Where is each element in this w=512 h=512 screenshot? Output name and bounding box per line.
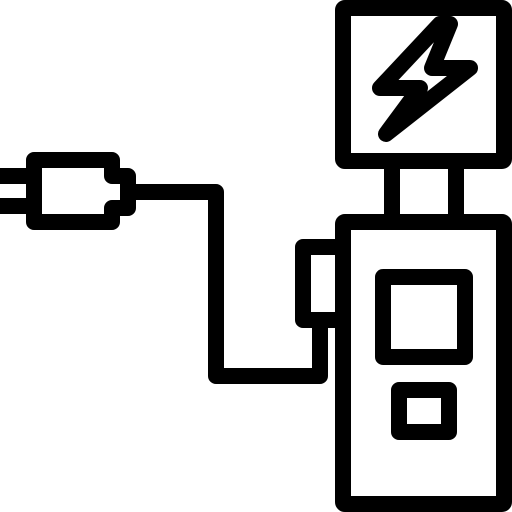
charging-cable <box>120 184 328 384</box>
display-panel <box>335 0 512 169</box>
lightning-bolt-icon <box>372 16 478 142</box>
cable-holder <box>295 239 351 328</box>
plug-head <box>26 152 136 230</box>
plug-prongs <box>0 168 42 214</box>
panel-connector <box>384 153 464 230</box>
control-button <box>391 382 457 440</box>
station-body <box>335 214 512 512</box>
screen-window <box>375 269 473 365</box>
